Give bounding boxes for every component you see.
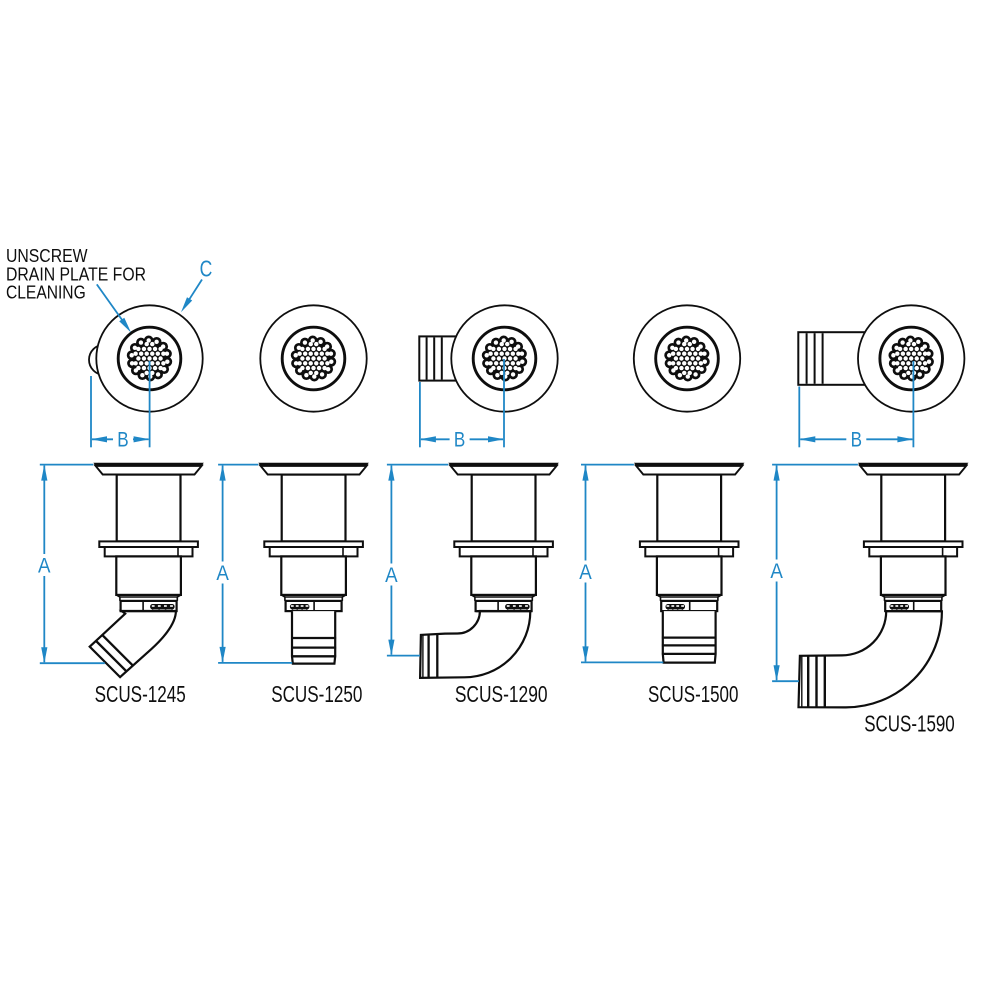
svg-text:A: A [38, 554, 51, 578]
svg-text:CLEANING: CLEANING [6, 282, 86, 302]
svg-text:A: A [579, 560, 592, 584]
svg-text:SCUS-1500: SCUS-1500 [648, 681, 738, 707]
svg-text:C: C [200, 256, 213, 282]
svg-text:SCUS-1290: SCUS-1290 [455, 681, 548, 707]
svg-text:DRAIN PLATE FOR: DRAIN PLATE FOR [6, 264, 146, 284]
svg-text:SCUS-1590: SCUS-1590 [864, 710, 955, 736]
svg-text:SCUS-1250: SCUS-1250 [271, 681, 362, 707]
svg-text:B: B [117, 427, 128, 451]
svg-text:SCUS-1245: SCUS-1245 [95, 681, 186, 707]
svg-text:A: A [770, 559, 783, 583]
svg-text:UNSCREW: UNSCREW [6, 246, 88, 266]
svg-text:B: B [851, 427, 862, 451]
svg-text:B: B [454, 427, 465, 451]
svg-text:A: A [216, 561, 229, 585]
svg-text:A: A [385, 563, 398, 587]
